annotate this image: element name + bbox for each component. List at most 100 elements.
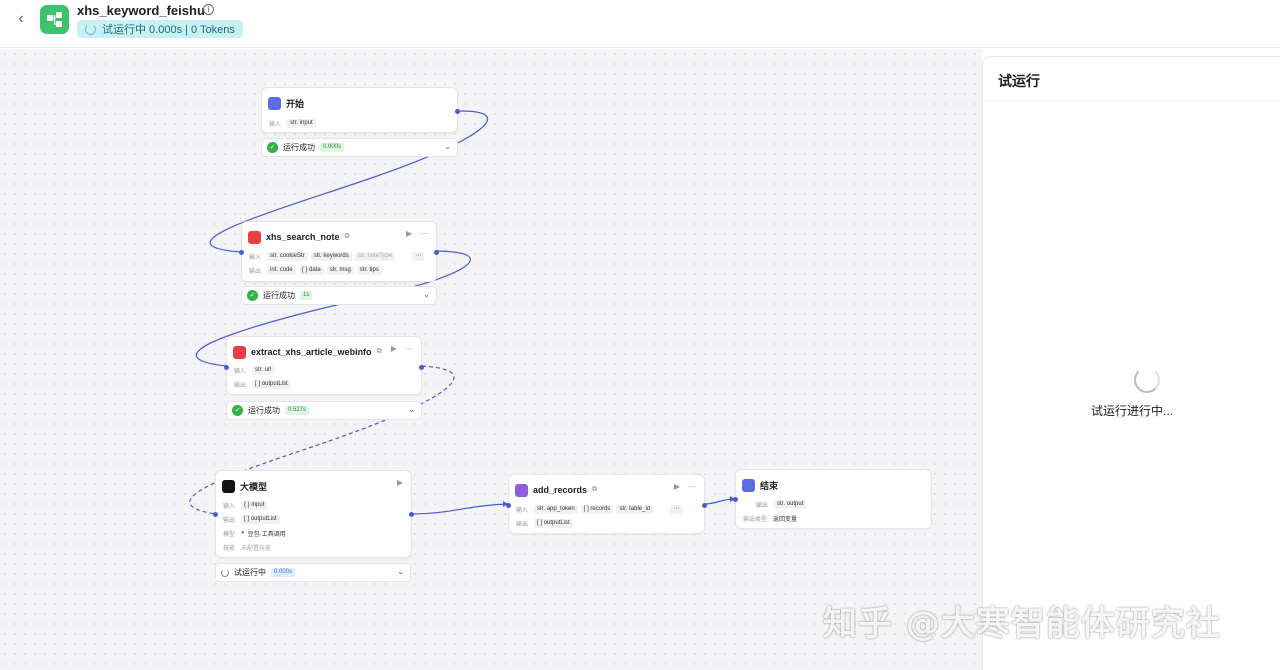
output-label: 输出 — [516, 521, 529, 528]
input-label: 输入 — [234, 368, 247, 375]
node-end[interactable]: 结束 输出 str. output 输出类型 返回变量 — [733, 469, 932, 529]
model-value: 豆包·工具调用 — [247, 531, 286, 538]
input-label: 输入 — [516, 507, 529, 514]
success-icon: ✓ — [247, 290, 258, 301]
copy-icon[interactable]: ⧉ — [344, 233, 350, 240]
time-badge: 1s — [300, 291, 313, 300]
success-icon: ✓ — [232, 405, 243, 416]
start-icon — [268, 96, 281, 110]
node-extract-xhs-article-webinfo[interactable]: extract_xhs_article_webinfo ⧉ ▶ ⋯ 输入 str… — [224, 336, 424, 395]
divider — [983, 100, 1280, 101]
loading-icon — [221, 568, 229, 577]
output-handle[interactable] — [455, 109, 460, 114]
node-title: 大模型 — [240, 481, 268, 492]
output-handle[interactable] — [409, 512, 414, 517]
watermark: 知乎 @大寒智能体研究社 — [823, 604, 1221, 644]
param-name: input — [299, 119, 313, 126]
more-icon[interactable]: ⋯ — [405, 344, 413, 353]
output-label: 输出 — [223, 517, 236, 524]
play-icon[interactable]: ▶ — [673, 482, 680, 491]
chevron-down-icon[interactable]: ⌄ — [423, 290, 430, 299]
model-icon: ● — [241, 530, 245, 536]
status-text: 运行成功 — [263, 291, 295, 300]
param-chip: str. output — [774, 499, 807, 509]
success-icon: ✓ — [267, 142, 278, 153]
node-title: extract_xhs_article_webinfo — [251, 347, 372, 357]
param-chip: str. input — [287, 118, 316, 128]
copy-icon[interactable]: ⧉ — [376, 348, 382, 355]
param-chip: [ ] outputList — [534, 518, 573, 528]
input-handle[interactable] — [239, 250, 244, 255]
run-status-text: 试运行中 0.000s | 0 Tokens — [102, 24, 235, 36]
node-xhs-search-note[interactable]: xhs_search_note ⧉ ▶ ⋯ 输入 str. cookieStr … — [239, 221, 439, 282]
workflow-title: xhs_keyword_feishu — [77, 3, 205, 18]
node-title: add_records — [533, 485, 588, 495]
node-start-status[interactable]: ✓ 运行成功 0.000s ⌄ — [261, 138, 458, 157]
running-text: 试运行进行中... — [1090, 404, 1173, 418]
param-chip: str. keywords — [310, 251, 352, 261]
node-llm[interactable]: 大模型 ▶ 输入 { } input 输出 [ ] outputList 模型 … — [213, 470, 414, 558]
more-params-icon[interactable]: ⋯ — [670, 504, 683, 514]
node-extract-status[interactable]: ✓ 运行成功 0.527s ⌄ — [226, 401, 422, 420]
node-xhs-search-note-status[interactable]: ✓ 运行成功 1s ⌄ — [241, 286, 437, 305]
workflow-canvas[interactable] — [0, 49, 982, 670]
output-handle[interactable] — [434, 250, 439, 255]
chevron-left-icon[interactable]: ‹ — [18, 10, 24, 27]
chevron-down-icon[interactable]: ⌄ — [397, 567, 404, 576]
param-chip: { } data — [298, 265, 324, 275]
node-title: 开始 — [286, 98, 305, 109]
output-label: 输出 — [756, 502, 769, 509]
param-chip: str. tips — [356, 265, 382, 275]
model-label: 模型 — [223, 531, 236, 538]
chevron-down-icon[interactable]: ⌄ — [444, 142, 451, 151]
output-kind-label: 输出类型 — [743, 516, 768, 523]
llm-icon — [222, 479, 235, 493]
node-add-records[interactable]: add_records ⧉ ▶ ⋯ 输入 str. app_token [ ] … — [506, 474, 707, 534]
param-type: str. — [290, 119, 299, 126]
input-handle[interactable] — [506, 503, 511, 508]
status-text: 运行成功 — [283, 143, 315, 152]
param-chip: [ ] records — [580, 504, 614, 514]
input-handle[interactable] — [213, 512, 218, 517]
more-icon[interactable]: ⋯ — [688, 482, 696, 491]
xhs-plugin-icon — [233, 345, 246, 359]
test-run-panel: 试运行 试运行进行中... — [982, 56, 1280, 670]
time-badge: 0.000s — [271, 568, 296, 577]
play-icon[interactable]: ▶ — [396, 478, 403, 487]
xhs-plugin-icon — [248, 230, 261, 244]
chevron-down-icon[interactable]: ⌄ — [408, 405, 415, 414]
time-badge: 0.000s — [320, 143, 345, 152]
top-header: ‹ xhs_keyword_feishu i 试运行中 0.000s | 0 T… — [0, 0, 1280, 48]
node-start[interactable]: 开始 输入 str. input — [261, 87, 460, 133]
info-icon[interactable]: i — [203, 4, 214, 15]
end-icon — [742, 478, 755, 492]
output-handle[interactable] — [702, 503, 707, 508]
workflow-icon — [40, 5, 69, 34]
time-badge: 0.527s — [285, 406, 310, 415]
status-text: 运行成功 — [248, 406, 280, 415]
param-chip: str. table_id — [616, 504, 654, 514]
param-chip: { } input — [241, 500, 268, 510]
play-icon[interactable]: ▶ — [390, 344, 397, 353]
skill-value: 未配置技能 — [241, 545, 272, 552]
param-chip: str. noteType — [354, 251, 396, 261]
more-icon[interactable]: ⋯ — [420, 229, 428, 238]
node-title: 结束 — [760, 480, 779, 491]
input-label: 输入 — [249, 254, 262, 261]
play-icon[interactable]: ▶ — [405, 229, 412, 238]
input-label: 输入 — [269, 121, 282, 128]
param-chip: int. code — [267, 265, 296, 275]
input-handle[interactable] — [224, 365, 229, 370]
param-chip: str. app_token — [534, 504, 578, 514]
copy-icon[interactable]: ⧉ — [592, 486, 598, 493]
panel-title: 试运行 — [998, 73, 1040, 89]
node-llm-status[interactable]: 试运行中 0.000s ⌄ — [215, 563, 411, 582]
input-handle[interactable] — [733, 497, 738, 502]
more-params-icon[interactable]: ⋯ — [412, 251, 425, 261]
param-chip: str. cookieStr — [267, 251, 308, 261]
skill-label: 技能 — [223, 545, 236, 552]
status-text: 试运行中 — [234, 568, 266, 577]
input-label: 输入 — [223, 503, 236, 510]
param-chip: [ ] outputList — [241, 514, 280, 524]
output-handle[interactable] — [419, 365, 424, 370]
